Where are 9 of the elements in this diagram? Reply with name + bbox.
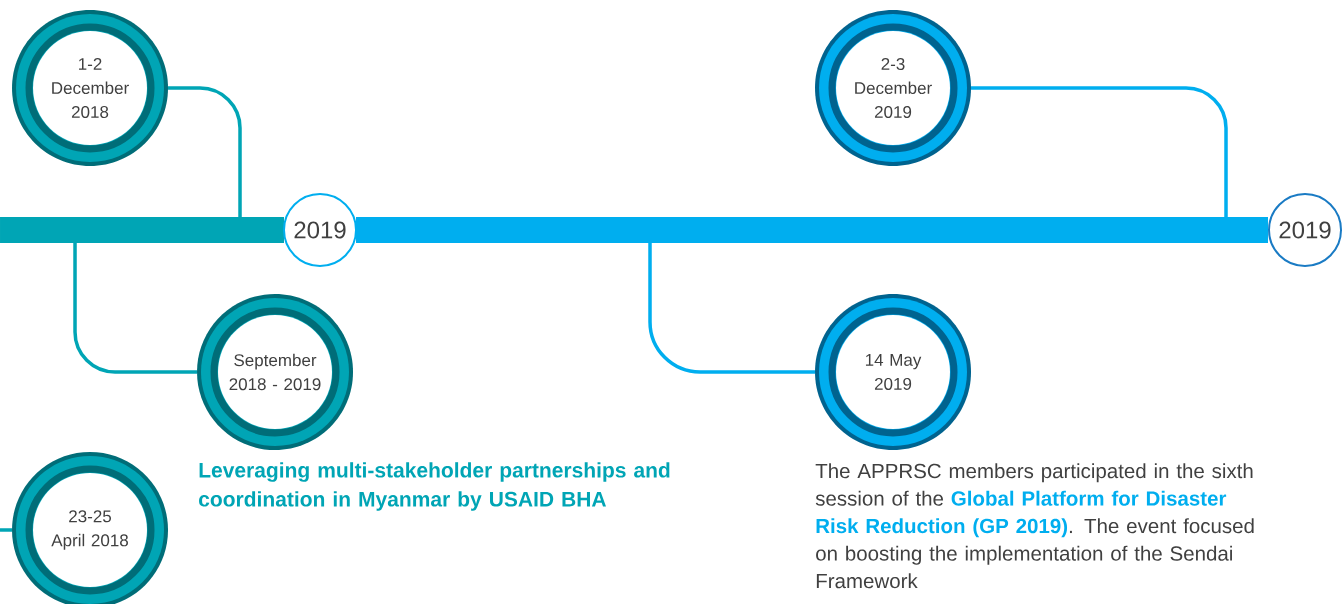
connector-line (971, 86, 1228, 217)
connector-line (73, 243, 197, 374)
timeline-bar (356, 217, 1268, 243)
timeline-bar (0, 217, 284, 243)
connector-line (168, 86, 242, 217)
event-description: The APPRSC members participated in the sixth session of the Global Platform for Disaster Risk Reduction (GP 2019). The event focused on boosting the implementation of the Sendai Framework (815, 463, 1254, 589)
connector-line (0, 528, 12, 532)
event-title: Leveraging multi-stakeholder partnerships and coordination in Myanmar by USAID BHA (199, 462, 670, 511)
connector-line (648, 243, 815, 374)
